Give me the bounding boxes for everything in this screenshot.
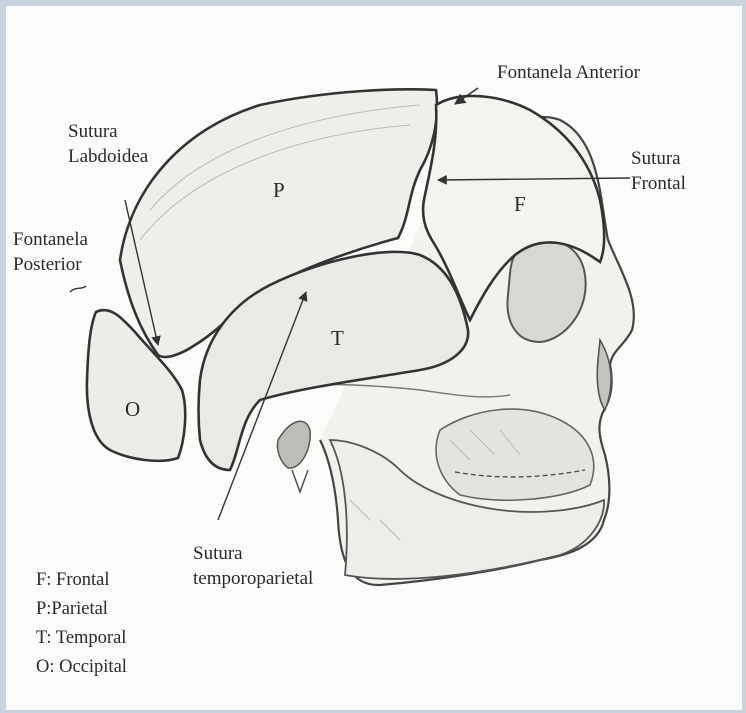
- label-fontanela-posterior-line1: Fontanela: [13, 228, 88, 252]
- label-sutura-frontal-line1: Sutura: [631, 147, 681, 171]
- label-sutura-temporoparietal-line2: temporoparietal: [193, 567, 313, 591]
- bone-letter-parietal: P: [273, 178, 285, 202]
- mastoid-process: [277, 421, 310, 468]
- label-sutura-labdoidea-line2: Labdoidea: [68, 145, 148, 169]
- label-fontanela-anterior: Fontanela Anterior: [497, 61, 640, 85]
- label-sutura-temporoparietal-line1: Sutura: [193, 542, 243, 566]
- bone-letter-temporal: T: [331, 326, 344, 350]
- legend-item-temporal: T: Temporal: [36, 624, 127, 653]
- bone-legend: F: Frontal P:Parietal T: Temporal O: Occ…: [36, 566, 127, 682]
- label-fontanela-posterior-line2: Posterior: [13, 253, 82, 277]
- legend-item-occipital: O: Occipital: [36, 653, 127, 682]
- styloid-process: [292, 470, 308, 492]
- label-sutura-frontal-line2: Frontal: [631, 172, 686, 196]
- legend-item-parietal: P:Parietal: [36, 595, 127, 624]
- bone-letter-frontal: F: [514, 192, 526, 216]
- fontanela-posterior-mark: [70, 286, 86, 292]
- bone-letter-occipital: O: [125, 397, 140, 421]
- legend-item-frontal: F: Frontal: [36, 566, 127, 595]
- label-sutura-labdoidea-line1: Sutura: [68, 120, 118, 144]
